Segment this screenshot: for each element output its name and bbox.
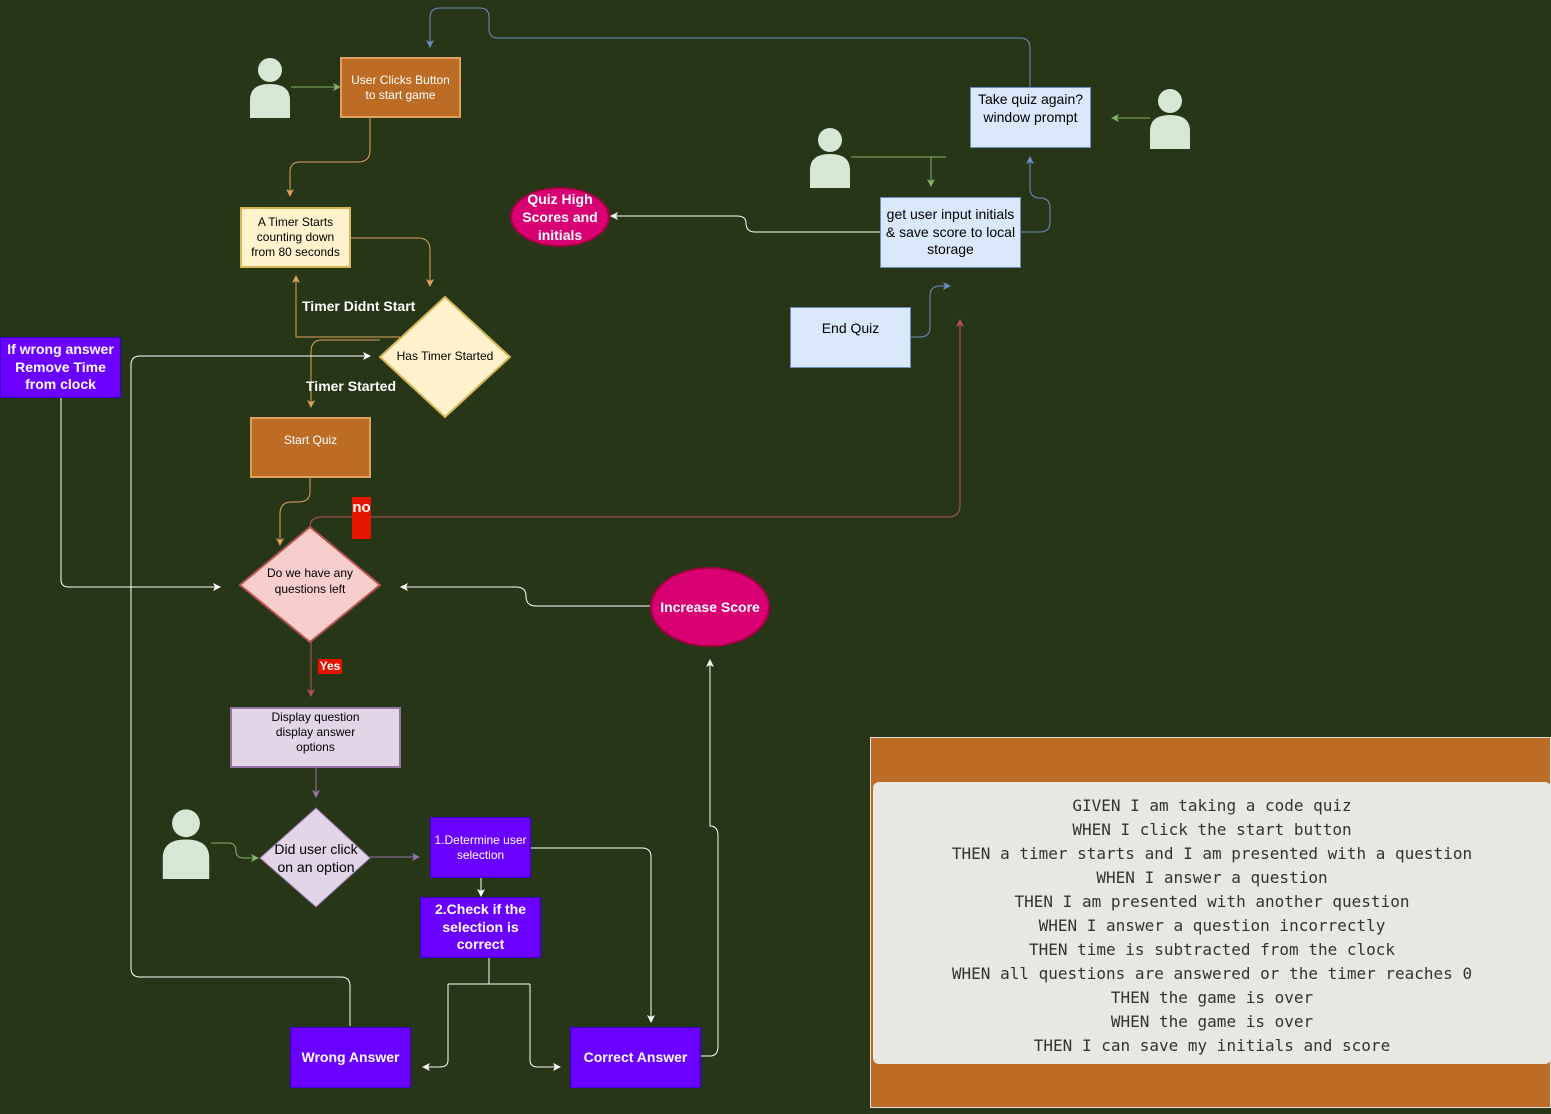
- label-questions-left: Do we have any questions left: [266, 566, 354, 596]
- decision-questions-left: [238, 525, 382, 644]
- label-did-user-click: Did user click on an option: [274, 840, 358, 875]
- note-wrong-answer: If wrong answer Remove Time from clock: [0, 337, 121, 398]
- requirement-line: GIVEN I am taking a code quiz: [1072, 796, 1352, 815]
- node-get-user-input: get user input initials & save score to …: [880, 197, 1021, 268]
- requirement-line: THEN time is subtracted from the clock: [1028, 940, 1396, 959]
- edge-user-to-input: [851, 156, 946, 186]
- edge-timer-to-decision: [351, 237, 434, 287]
- edge-correct-to-score: [701, 659, 719, 1057]
- edge-user-to-click: [211, 842, 259, 862]
- node-check-selection: 2.Check if the selection is correct: [420, 897, 541, 958]
- requirement-line: WHEN I answer a question: [1096, 868, 1328, 887]
- edge-score-to-questions: [400, 583, 650, 607]
- edge-startquiz-to-questions: [276, 478, 311, 546]
- node-determine-selection: 1.Determine user selection: [430, 817, 531, 878]
- node-wrong-answer: Wrong Answer: [290, 1027, 411, 1088]
- label-timer-didnt-start: Timer Didnt Start: [302, 298, 416, 314]
- requirement-line: THEN a timer starts and I am presented w…: [951, 844, 1473, 863]
- requirements-text: GIVEN I am taking a code quiz WHEN I cli…: [873, 782, 1551, 1064]
- requirement-line: THEN I can save my initials and score: [1033, 1036, 1391, 1055]
- edge-end-to-input: [911, 282, 951, 338]
- edge-determine-to-correct: [531, 847, 655, 1023]
- requirement-line: WHEN all questions are answered or the t…: [951, 964, 1473, 983]
- node-user-clicks-start: User Clicks Button to start game: [340, 57, 461, 118]
- label-timer-started: Timer Started: [306, 378, 396, 394]
- edge-wrong-to-decision: [130, 352, 371, 1026]
- edge-check-split: [447, 958, 531, 1005]
- edge-start-to-timer: [286, 118, 371, 197]
- decision-did-user-click: [259, 807, 371, 908]
- node-take-quiz-again: Take quiz again? window prompt: [970, 87, 1091, 148]
- edge-to-correct: [529, 1005, 561, 1071]
- label-has-timer-started: Has Timer Started: [396, 349, 494, 364]
- edge-timer-didnt-start: [292, 275, 400, 338]
- edge-input-to-takeagain: [1021, 156, 1051, 233]
- requirement-line: THEN I am presented with another questio…: [1014, 892, 1410, 911]
- node-end-quiz: End Quiz: [790, 307, 911, 368]
- requirement-line: THEN the game is over: [1110, 988, 1314, 1007]
- label-yes: Yes: [318, 659, 342, 674]
- node-high-scores: Quiz High Scores and initials: [510, 187, 610, 247]
- edge-no-to-end: [309, 319, 964, 528]
- decision-has-timer-started: [378, 295, 512, 419]
- requirement-line: WHEN I click the start button: [1072, 820, 1352, 839]
- requirements-panel: GIVEN I am taking a code quiz WHEN I cli…: [870, 737, 1551, 1108]
- user-icon: [810, 128, 850, 188]
- edge-timer-started: [307, 339, 380, 408]
- edge-takeagain-to-start: [426, 7, 1031, 88]
- node-timer-starts: A Timer Starts counting down from 80 sec…: [240, 207, 351, 268]
- label-no: no: [352, 497, 371, 539]
- edge-note-to-questions: [60, 397, 221, 591]
- user-icon: [1150, 89, 1190, 149]
- requirement-line: WHEN the game is over: [1110, 1012, 1314, 1031]
- node-correct-answer: Correct Answer: [570, 1027, 701, 1088]
- node-increase-score: Increase Score: [650, 567, 770, 647]
- node-display-question: Display question display answer options: [230, 707, 401, 768]
- user-icon: [162, 809, 210, 879]
- edge-to-wrong: [422, 1005, 449, 1071]
- node-start-quiz: Start Quiz: [250, 417, 371, 478]
- edge-input-to-highscores: [610, 212, 880, 233]
- requirement-line: WHEN I answer a question incorrectly: [1038, 916, 1386, 935]
- user-icon: [250, 58, 290, 118]
